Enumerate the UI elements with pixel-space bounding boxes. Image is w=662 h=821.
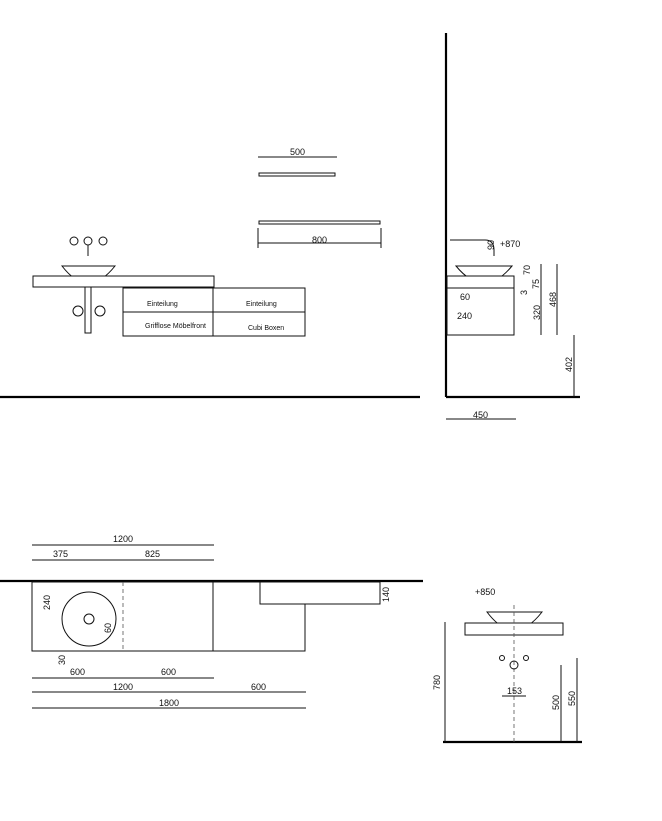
dim-550: 550 [567,691,577,706]
shelf-small [258,172,336,177]
dim-375: 375 [53,549,68,559]
dim-825: 825 [145,549,160,559]
dim-60-plan: 60 [103,623,113,633]
dim-shelf-500: 500 [290,147,305,157]
dim-402: 402 [564,357,574,372]
label-einteilung-1: Einteilung [147,301,178,308]
dim-1800: 1800 [159,698,179,708]
dim-450: 450 [473,410,488,420]
label-einteilung-2: Einteilung [246,301,277,308]
dim-500: 500 [551,695,561,710]
dim-600-b: 600 [161,667,176,677]
dim-468: 468 [548,292,558,307]
siphon-icon [72,286,106,334]
dim-240-plan: 240 [42,595,52,610]
dim-75: 75 [531,279,541,289]
front-view: 500 800 Einteilung Einteilung Grifflose … [0,147,420,399]
side-view: +870 90 70 75 3 320 468 402 60 240 450 [444,33,580,420]
dim-3: 3 [519,290,529,295]
dim-153: 153 [507,686,522,696]
shelf-large [258,220,381,225]
plan-view: 1200 375 825 240 60 30 140 600 600 1200 … [0,534,423,709]
dim-shelf-800: 800 [312,235,327,245]
dim-240-side: 240 [457,311,472,321]
dim-1200-bottom: 1200 [113,682,133,692]
height-mark-850: +850 [475,587,495,597]
dim-60-side: 60 [460,292,470,302]
countertop [32,275,215,288]
dim-320: 320 [532,305,542,320]
faucet-icon [69,236,108,256]
dim-600-a: 600 [70,667,85,677]
basin-plan [61,591,117,647]
label-cubi-boxen: Cubi Boxen [248,325,284,332]
dim-90: 90 [486,240,496,250]
outlet-icon [509,660,519,670]
dim-780: 780 [432,675,442,690]
label-grifflose: Grifflose Möbelfront [145,323,206,330]
dim-600-c: 600 [251,682,266,692]
dim-30: 30 [57,655,67,665]
dim-70: 70 [522,265,532,275]
side-cabinet [446,287,515,336]
dim-1200-top: 1200 [113,534,133,544]
height-mark-870: +870 [500,239,520,249]
dim-140: 140 [381,587,391,602]
wall-view: +850 780 153 500 550 [432,587,582,744]
